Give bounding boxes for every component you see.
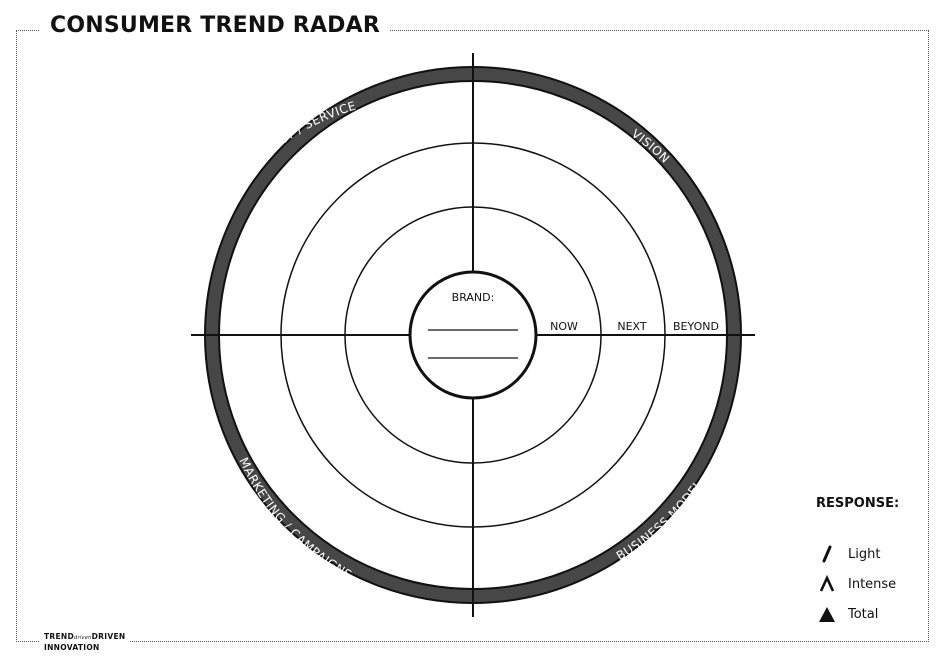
legend-item-intense: Intense [812,569,922,599]
caret-up-icon [812,574,842,594]
triangle-icon [812,604,842,624]
legend-label-intense: Intense [848,576,897,592]
ring-label-next: NEXT [617,320,647,333]
ring-beyond [280,142,666,528]
brand-circle [408,270,538,400]
response-legend: RESPONSE: Light Intense Total [812,496,922,629]
legend-item-light: Light [812,539,922,569]
legend-label-total: Total [848,606,879,622]
ring-next [344,206,602,464]
ring-label-beyond: BEYOND [673,320,719,333]
brand-label: BRAND: [452,291,495,304]
ring-label-now: NOW [550,320,578,333]
logo-word-trend: TREND [44,632,75,641]
response-title: RESPONSE: [816,496,900,511]
legend-label-light: Light [848,546,881,562]
trend-driven-innovation-logo: TRENDdrivenDRIVEN INNOVATION [40,632,130,652]
slash-icon [812,544,842,564]
logo-word-driven: DRIVEN [91,632,126,641]
page-title: CONSUMER TREND RADAR [40,13,390,38]
logo-connector: driven [74,635,92,641]
logo-word-innovation: INNOVATION [44,643,100,652]
legend-item-total: Total [812,599,922,629]
dotted-frame [16,30,929,642]
